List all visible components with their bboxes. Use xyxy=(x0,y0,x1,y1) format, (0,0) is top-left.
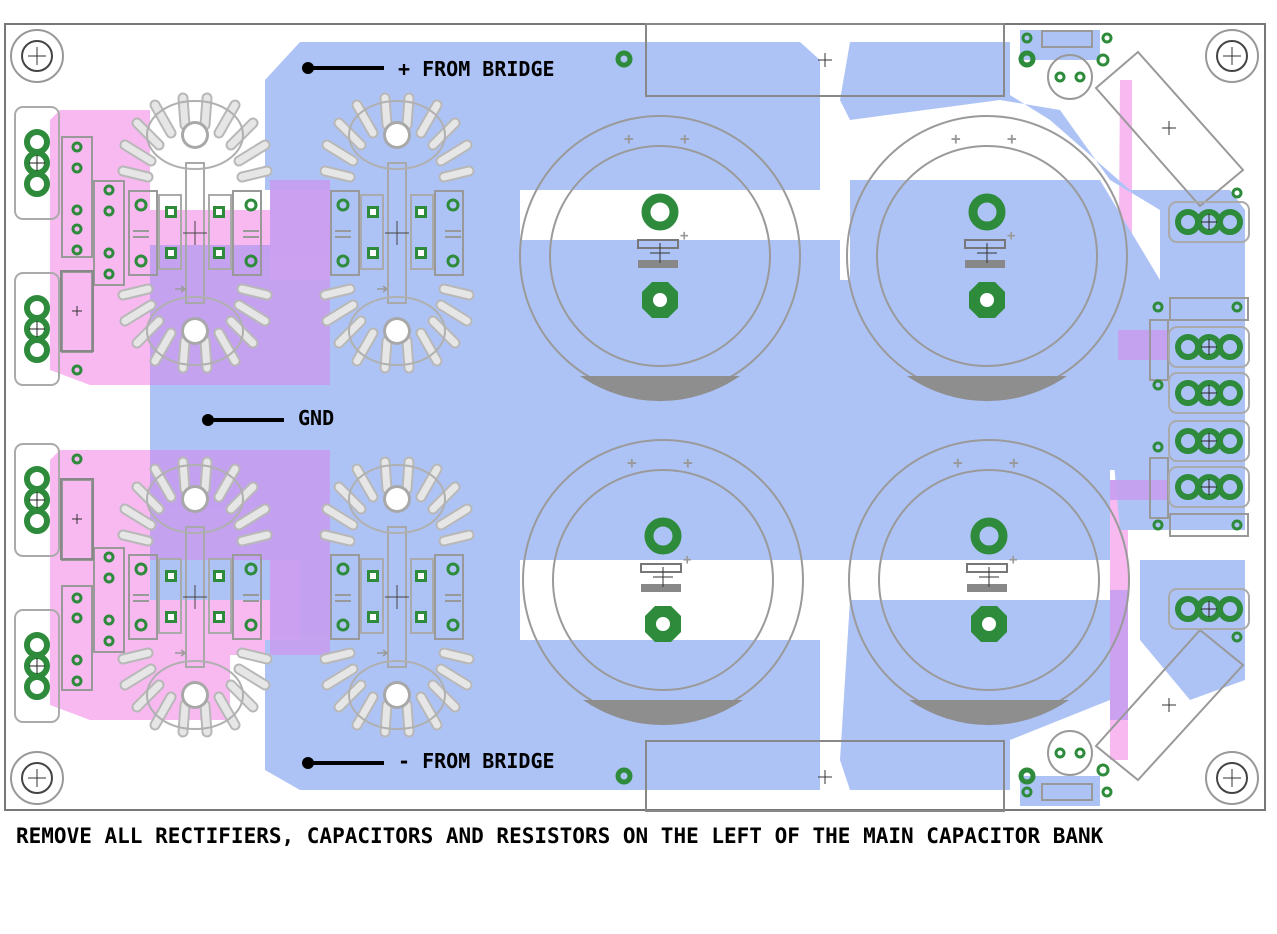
instruction-note: REMOVE ALL RECTIFIERS, CAPACITORS AND RE… xyxy=(16,824,1104,848)
wire-markers xyxy=(202,62,384,769)
top-resistor-outline xyxy=(645,23,1005,97)
gnd-label: GND xyxy=(298,406,334,430)
minus-from-bridge-label: - FROM BRIDGE xyxy=(398,749,555,773)
pcb-board: + + + xyxy=(4,23,1266,812)
bottom-resistor-outline xyxy=(645,740,1005,812)
plus-from-bridge-label: + FROM BRIDGE xyxy=(398,57,555,81)
